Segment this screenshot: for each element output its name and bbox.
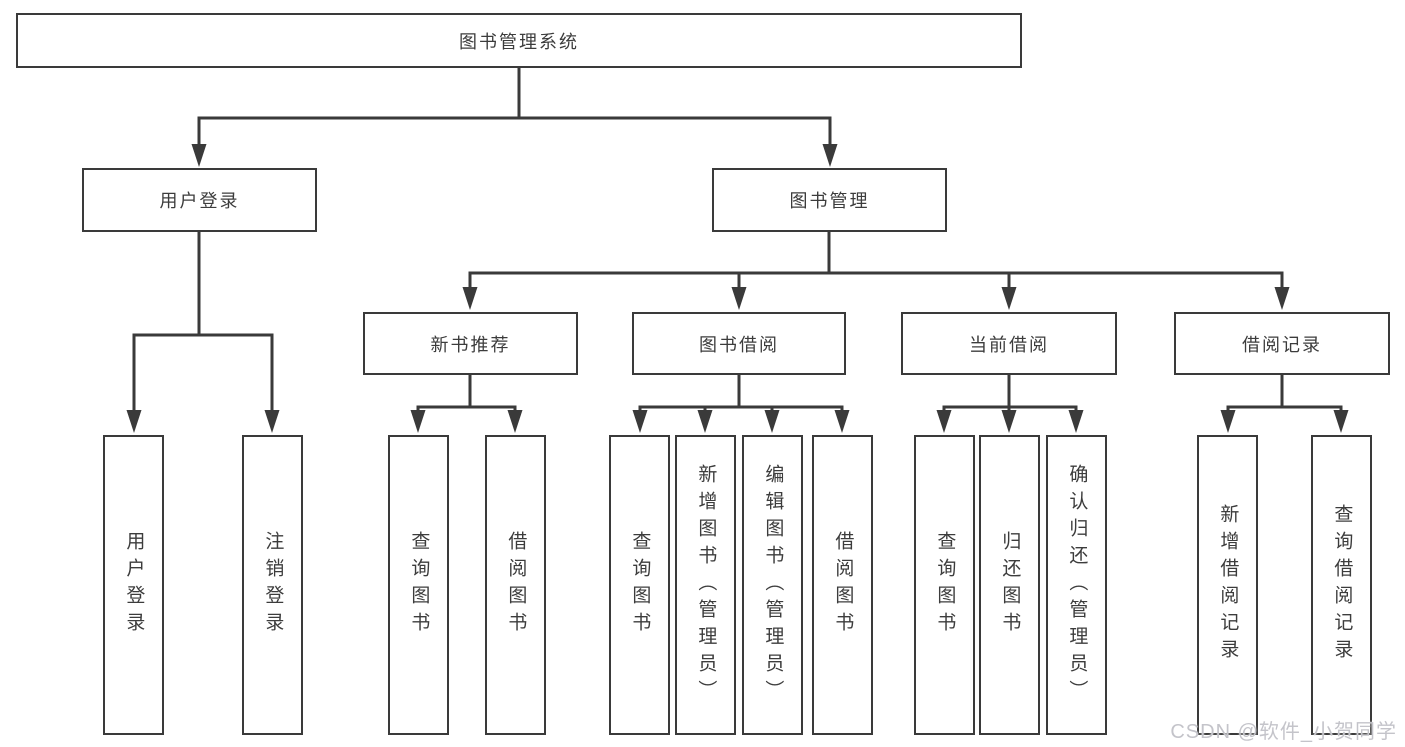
- node-user-login: 用户登录: [82, 168, 317, 232]
- leaf-label: 确认归还（管理员）: [1066, 463, 1088, 707]
- node-new-book-recommend: 新书推荐: [363, 312, 578, 375]
- leaf-label: 新增借阅记录: [1217, 504, 1239, 666]
- node-label: 图书管理系统: [459, 31, 579, 52]
- leaf-add-borrow-record: 新增借阅记录: [1197, 435, 1258, 735]
- node-label: 借阅记录: [1242, 334, 1322, 355]
- leaf-edit-book-admin: 编辑图书（管理员）: [742, 435, 803, 735]
- leaf-user-login: 用户登录: [103, 435, 164, 735]
- arrowheads: [126, 144, 1349, 433]
- leaf-label: 用户登录: [123, 531, 145, 639]
- leaf-label: 借阅图书: [832, 531, 854, 639]
- node-label: 图书借阅: [699, 334, 779, 355]
- node-label: 新书推荐: [430, 334, 511, 355]
- leaf-label: 注销登录: [262, 531, 284, 639]
- node-library-management-system: 图书管理系统: [16, 13, 1022, 68]
- leaf-query-books-borrow: 查询图书: [609, 435, 670, 735]
- leaf-return-book: 归还图书: [979, 435, 1040, 735]
- node-current-borrow: 当前借阅: [901, 312, 1117, 375]
- leaf-label: 查询图书: [408, 531, 430, 639]
- leaf-label: 查询图书: [629, 531, 651, 639]
- leaf-borrow-book: 借阅图书: [812, 435, 873, 735]
- leaf-label: 借阅图书: [505, 531, 527, 639]
- leaf-label: 编辑图书（管理员）: [762, 463, 784, 707]
- leaf-query-borrow-record: 查询借阅记录: [1311, 435, 1372, 735]
- node-book-management: 图书管理: [712, 168, 947, 232]
- node-label: 用户登录: [159, 191, 240, 211]
- node-borrow-record: 借阅记录: [1174, 312, 1390, 375]
- leaf-add-book-admin: 新增图书（管理员）: [675, 435, 736, 735]
- leaf-label: 归还图书: [999, 531, 1021, 639]
- leaf-logout: 注销登录: [242, 435, 303, 735]
- node-label: 图书管理: [789, 191, 870, 211]
- node-book-borrow: 图书借阅: [632, 312, 846, 375]
- leaf-borrow-books-recommend: 借阅图书: [485, 435, 546, 735]
- leaf-query-books-recommend: 查询图书: [388, 435, 449, 735]
- csdn-watermark: CSDN @软件_小贺同学: [1170, 721, 1397, 743]
- leaf-confirm-return-admin: 确认归还（管理员）: [1046, 435, 1107, 735]
- leaf-label: 新增图书（管理员）: [695, 463, 717, 707]
- leaf-label: 查询借阅记录: [1331, 504, 1353, 666]
- leaf-label: 查询图书: [934, 531, 956, 639]
- node-label: 当前借阅: [969, 334, 1049, 355]
- leaf-query-books-current: 查询图书: [914, 435, 975, 735]
